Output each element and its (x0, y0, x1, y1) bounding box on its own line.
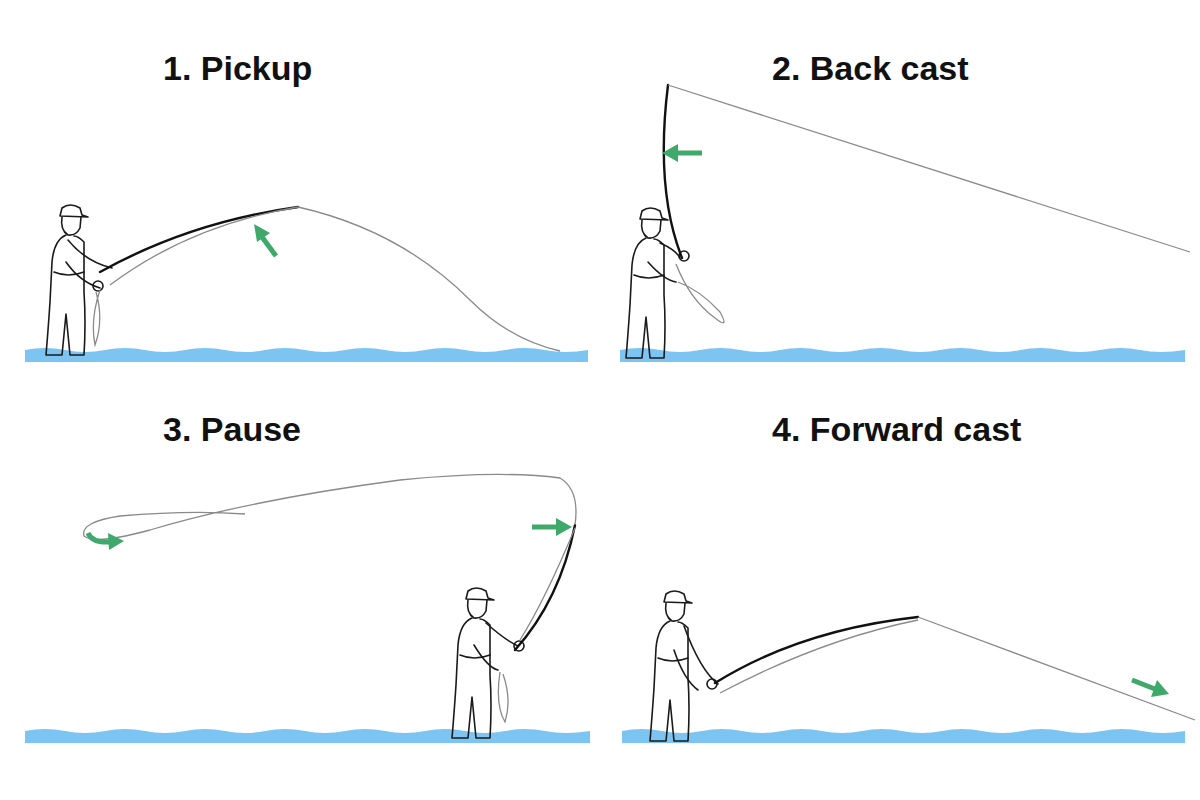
water-band (622, 729, 1185, 743)
angler-figure (650, 591, 718, 741)
fly-rod (100, 207, 298, 272)
angler-figure (46, 205, 112, 355)
water-band (25, 729, 590, 743)
angler-figure (452, 588, 524, 738)
fly-line (93, 207, 298, 345)
water-band (25, 348, 588, 362)
motion-arrow (88, 533, 124, 550)
step-heading: 1. Pickup (163, 50, 312, 87)
fly-rod (515, 525, 575, 650)
fly-line (298, 207, 560, 351)
step-heading: 2. Back cast (772, 50, 969, 87)
fly-rod (664, 85, 682, 258)
fly-line (498, 528, 575, 722)
motion-arrow (1132, 680, 1169, 697)
motion-arrow (254, 224, 276, 256)
fly-line (720, 620, 918, 693)
fly-line (84, 474, 576, 539)
step-heading: 3. Pause (163, 411, 301, 448)
step-heading: 4. Forward cast (772, 411, 1021, 448)
motion-arrow (662, 144, 702, 162)
motion-arrow (532, 518, 572, 536)
fly-line (676, 264, 724, 323)
fly-line (668, 85, 1190, 252)
water-band (620, 348, 1185, 362)
fly-line (918, 617, 1195, 720)
